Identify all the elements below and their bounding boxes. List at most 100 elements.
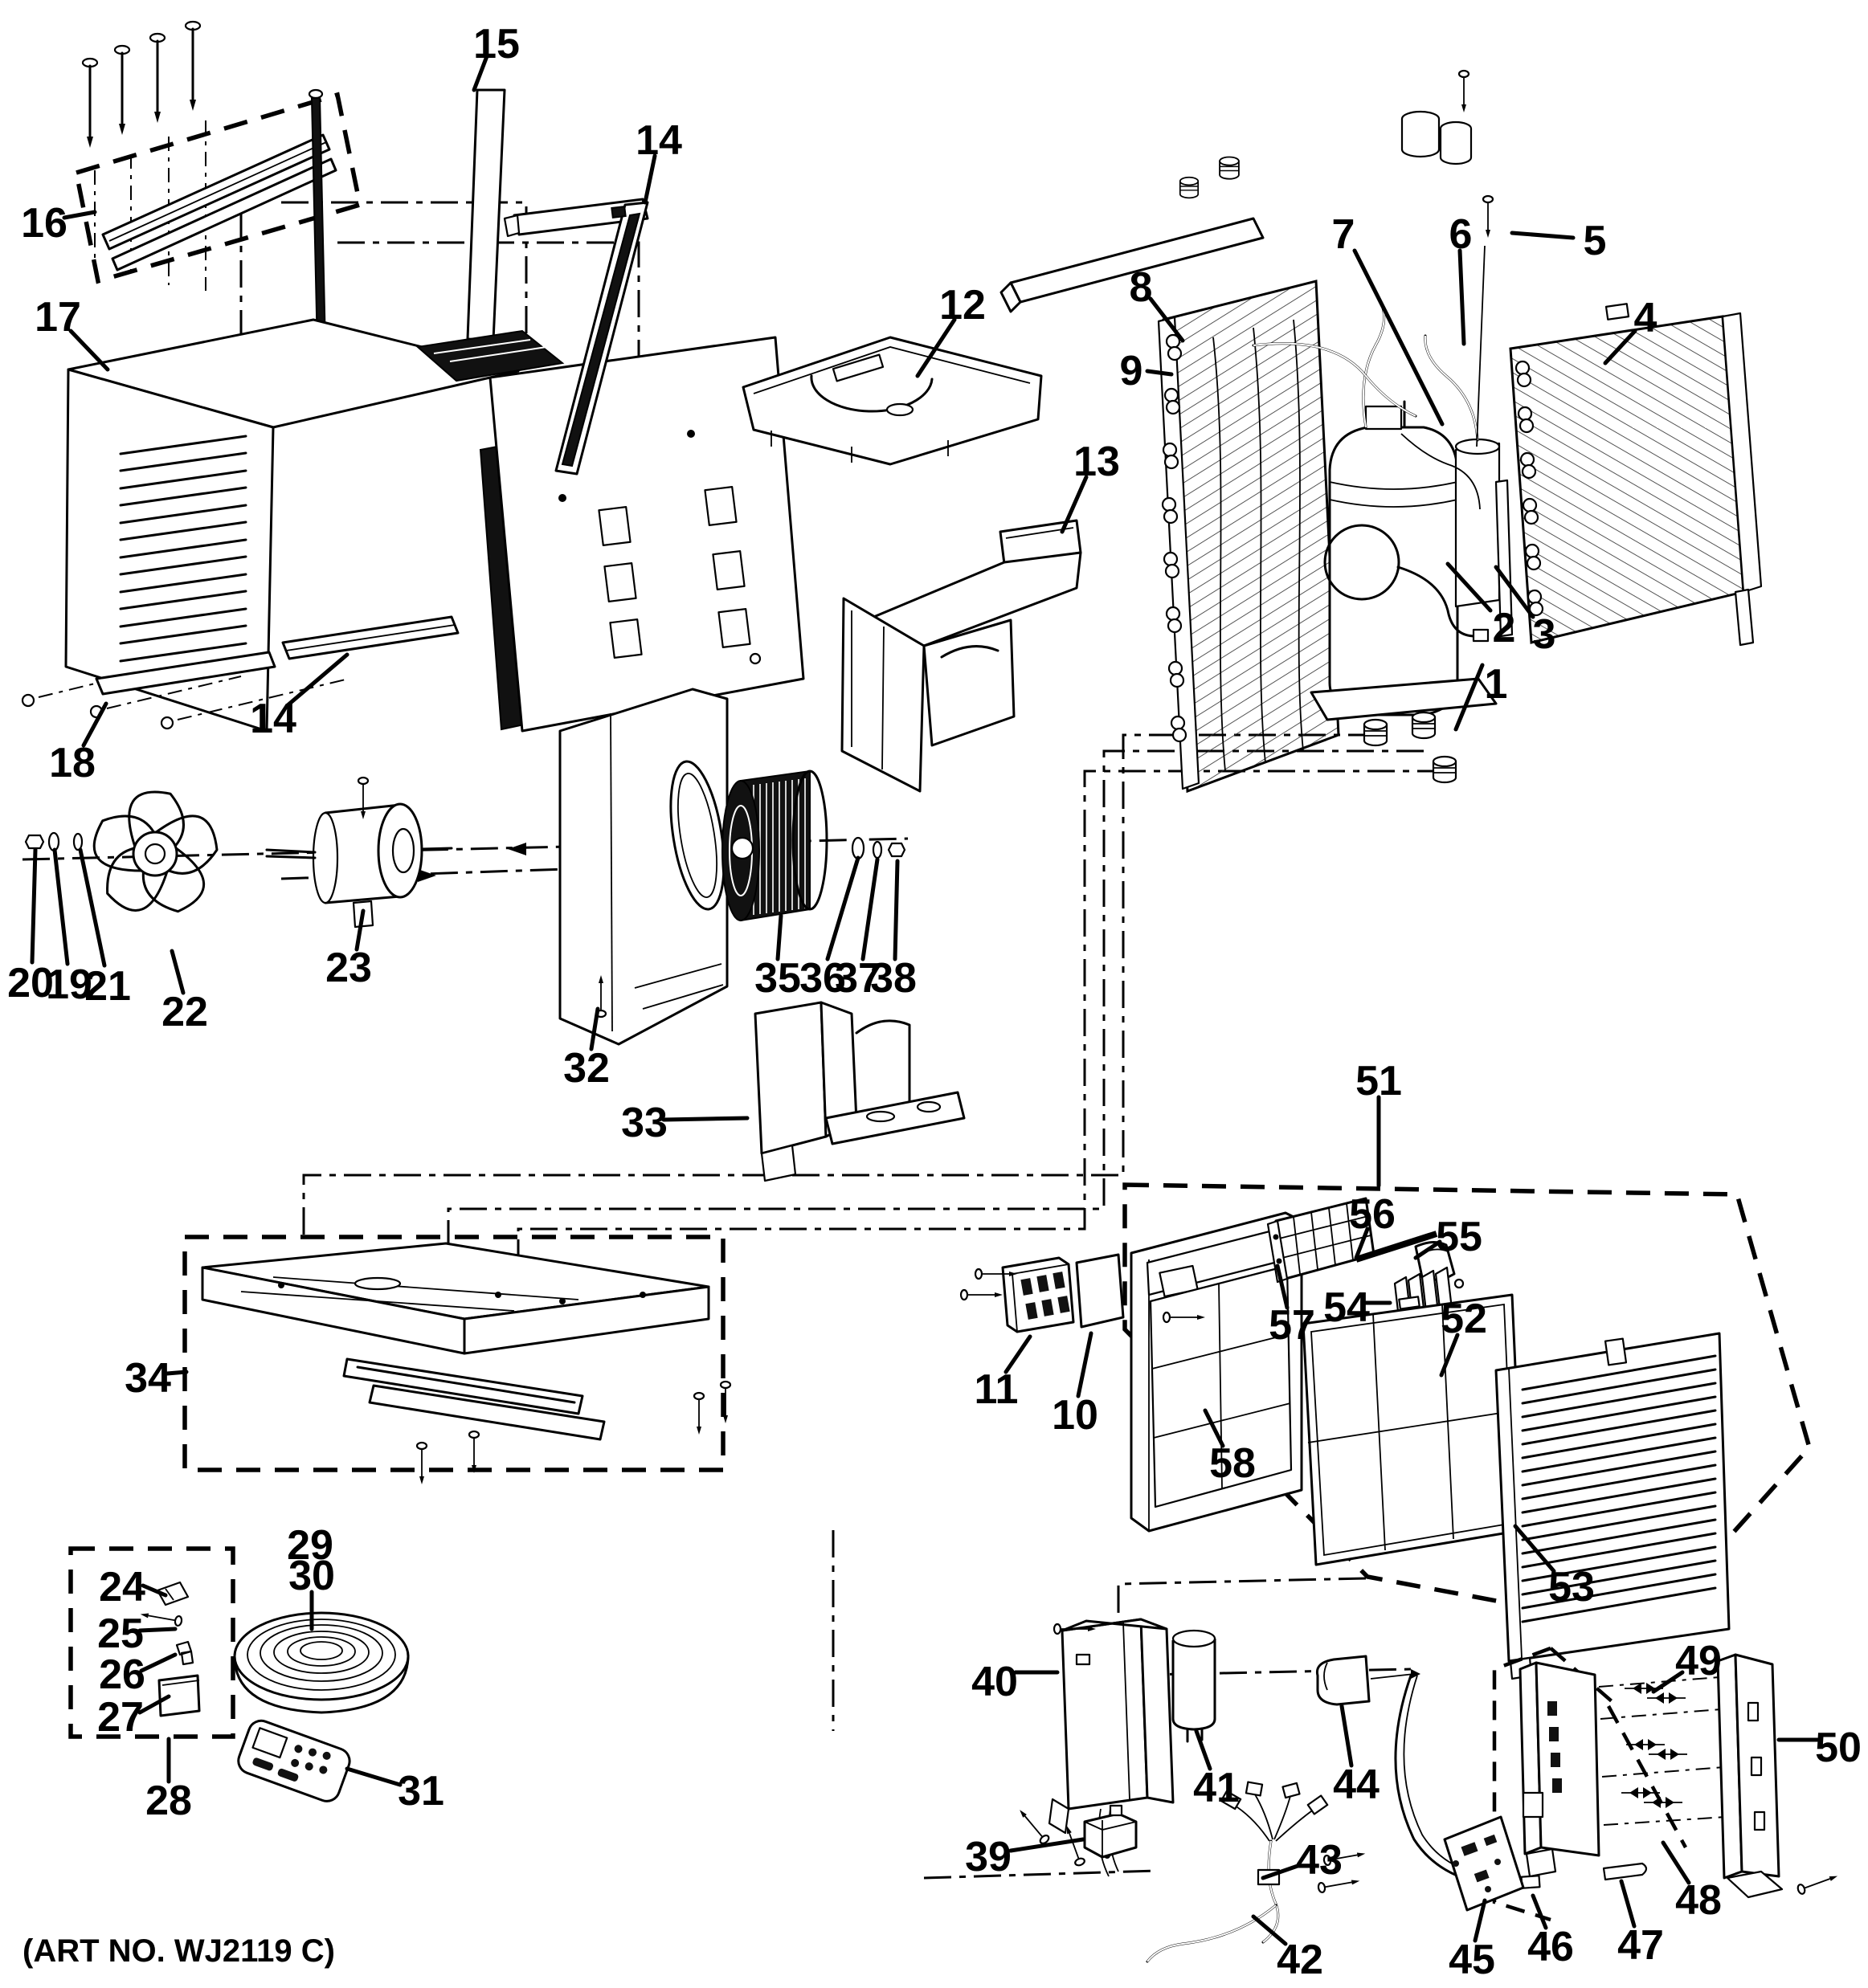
frame-leg-stripe	[561, 212, 641, 467]
bracket-screw	[1453, 1278, 1465, 1289]
wheel-hub	[730, 836, 754, 860]
callout-50: 50	[1815, 1725, 1862, 1771]
escutcheon-holes	[1547, 1701, 1562, 1793]
scroll-tabs	[770, 431, 949, 463]
dashed-box-left	[1492, 1646, 1551, 1922]
compressor-base	[1310, 677, 1498, 721]
tube-47	[1602, 1862, 1648, 1881]
switch-plate-10	[1075, 1253, 1125, 1329]
callout-leader-24	[141, 1583, 168, 1598]
callout-leader-35	[775, 913, 783, 961]
callout-37: 37	[835, 955, 881, 1002]
nut-38	[887, 842, 906, 858]
seal-strip-15	[466, 88, 506, 342]
clamp-body	[1315, 1655, 1371, 1706]
insulation-rail-end	[999, 281, 1022, 313]
switch-screw	[959, 1288, 1004, 1301]
callout-leader-47	[1619, 1879, 1637, 1929]
motor-hub	[391, 827, 415, 874]
projection-line	[337, 241, 640, 365]
support-wall	[754, 1001, 828, 1155]
rail-groove	[356, 1365, 576, 1404]
scroll-body	[742, 336, 1043, 466]
frame-end-tab	[503, 214, 521, 238]
pan-hole	[354, 1276, 402, 1291]
remote-display	[251, 1727, 288, 1759]
callout-10: 10	[1052, 1392, 1098, 1439]
air-filter-53	[1302, 1293, 1524, 1566]
discharge-tube-6-inner	[1362, 304, 1385, 428]
mount-screw	[1457, 69, 1470, 114]
grille-52-louvers	[1521, 1354, 1717, 1623]
callout-14: 14	[636, 117, 682, 164]
rod-cap	[308, 88, 324, 100]
screw-icon	[113, 44, 131, 137]
control-panel-50	[1716, 1653, 1841, 1899]
callout-38: 38	[870, 955, 917, 1002]
remote-buttons	[252, 1745, 331, 1782]
callout-39: 39	[965, 1834, 1012, 1880]
callout-42: 42	[1277, 1937, 1323, 1983]
callout-35: 35	[754, 955, 801, 1002]
washer-19	[47, 831, 60, 852]
connector	[1306, 1794, 1329, 1815]
callout-43: 43	[1296, 1837, 1343, 1884]
mount-spring	[1219, 156, 1240, 180]
condenser-coil-right-4	[1509, 303, 1763, 647]
callout-leader-10	[1076, 1331, 1093, 1398]
grille-latch	[1604, 1337, 1628, 1366]
box-hole	[1075, 1653, 1091, 1666]
relay-39	[1061, 1804, 1138, 1868]
pad-27	[157, 1674, 201, 1717]
callout-28: 28	[145, 1778, 192, 1824]
coil-tab	[1604, 303, 1630, 320]
dashed-box-16	[73, 92, 363, 284]
washer-21	[72, 832, 84, 851]
callout-23: 23	[325, 945, 372, 991]
grille-57-grid	[1278, 1202, 1371, 1275]
filter-frame	[1302, 1293, 1524, 1566]
callout-leader-46	[1531, 1893, 1548, 1930]
callout-leader-13	[1060, 475, 1089, 534]
callout-leader-43	[1261, 1863, 1302, 1880]
connector	[1245, 1781, 1264, 1797]
callout-31: 31	[398, 1768, 444, 1815]
mount-hardware-5	[1179, 69, 1494, 447]
callout-leader-38	[893, 859, 900, 961]
coil-leg	[1734, 588, 1755, 647]
relay-body	[1083, 1812, 1138, 1859]
filter-tab	[1398, 1296, 1420, 1310]
front-grille-52	[1494, 1332, 1731, 1680]
connecting-tube-7-inner	[1253, 342, 1416, 417]
panel-hole	[558, 494, 566, 502]
callout-6: 6	[1449, 211, 1473, 258]
washer-37	[872, 840, 883, 859]
projection-line	[281, 201, 528, 345]
pcb-45	[1443, 1815, 1525, 1912]
capacitor-41	[1171, 1629, 1216, 1743]
callout-leader-15	[472, 54, 489, 92]
track-rail-b	[368, 1384, 606, 1441]
trim-rod-56	[1355, 1231, 1438, 1263]
frame-grid	[1151, 1283, 1291, 1489]
motor-shaft-left	[265, 848, 317, 859]
callout-leader-32	[589, 1006, 600, 1051]
callout-18: 18	[49, 740, 96, 786]
callout-7: 7	[1332, 211, 1355, 258]
alignment-line	[1476, 245, 1486, 447]
callout-3: 3	[1533, 611, 1556, 658]
callout-leader-42	[1251, 1914, 1288, 1946]
shroud-fold	[610, 712, 613, 1032]
callout-49: 49	[1675, 1638, 1722, 1684]
harness-tail-core	[1147, 1904, 1277, 1962]
screw-icon	[81, 57, 99, 149]
callout-leader-45	[1473, 1898, 1487, 1943]
callout-13: 13	[1073, 439, 1120, 485]
callout-leader-8	[1148, 296, 1185, 343]
box-side	[1139, 1618, 1175, 1804]
scroll-cutout	[810, 374, 934, 413]
sensor-tip	[1472, 628, 1490, 643]
box-flange	[1048, 1798, 1070, 1835]
